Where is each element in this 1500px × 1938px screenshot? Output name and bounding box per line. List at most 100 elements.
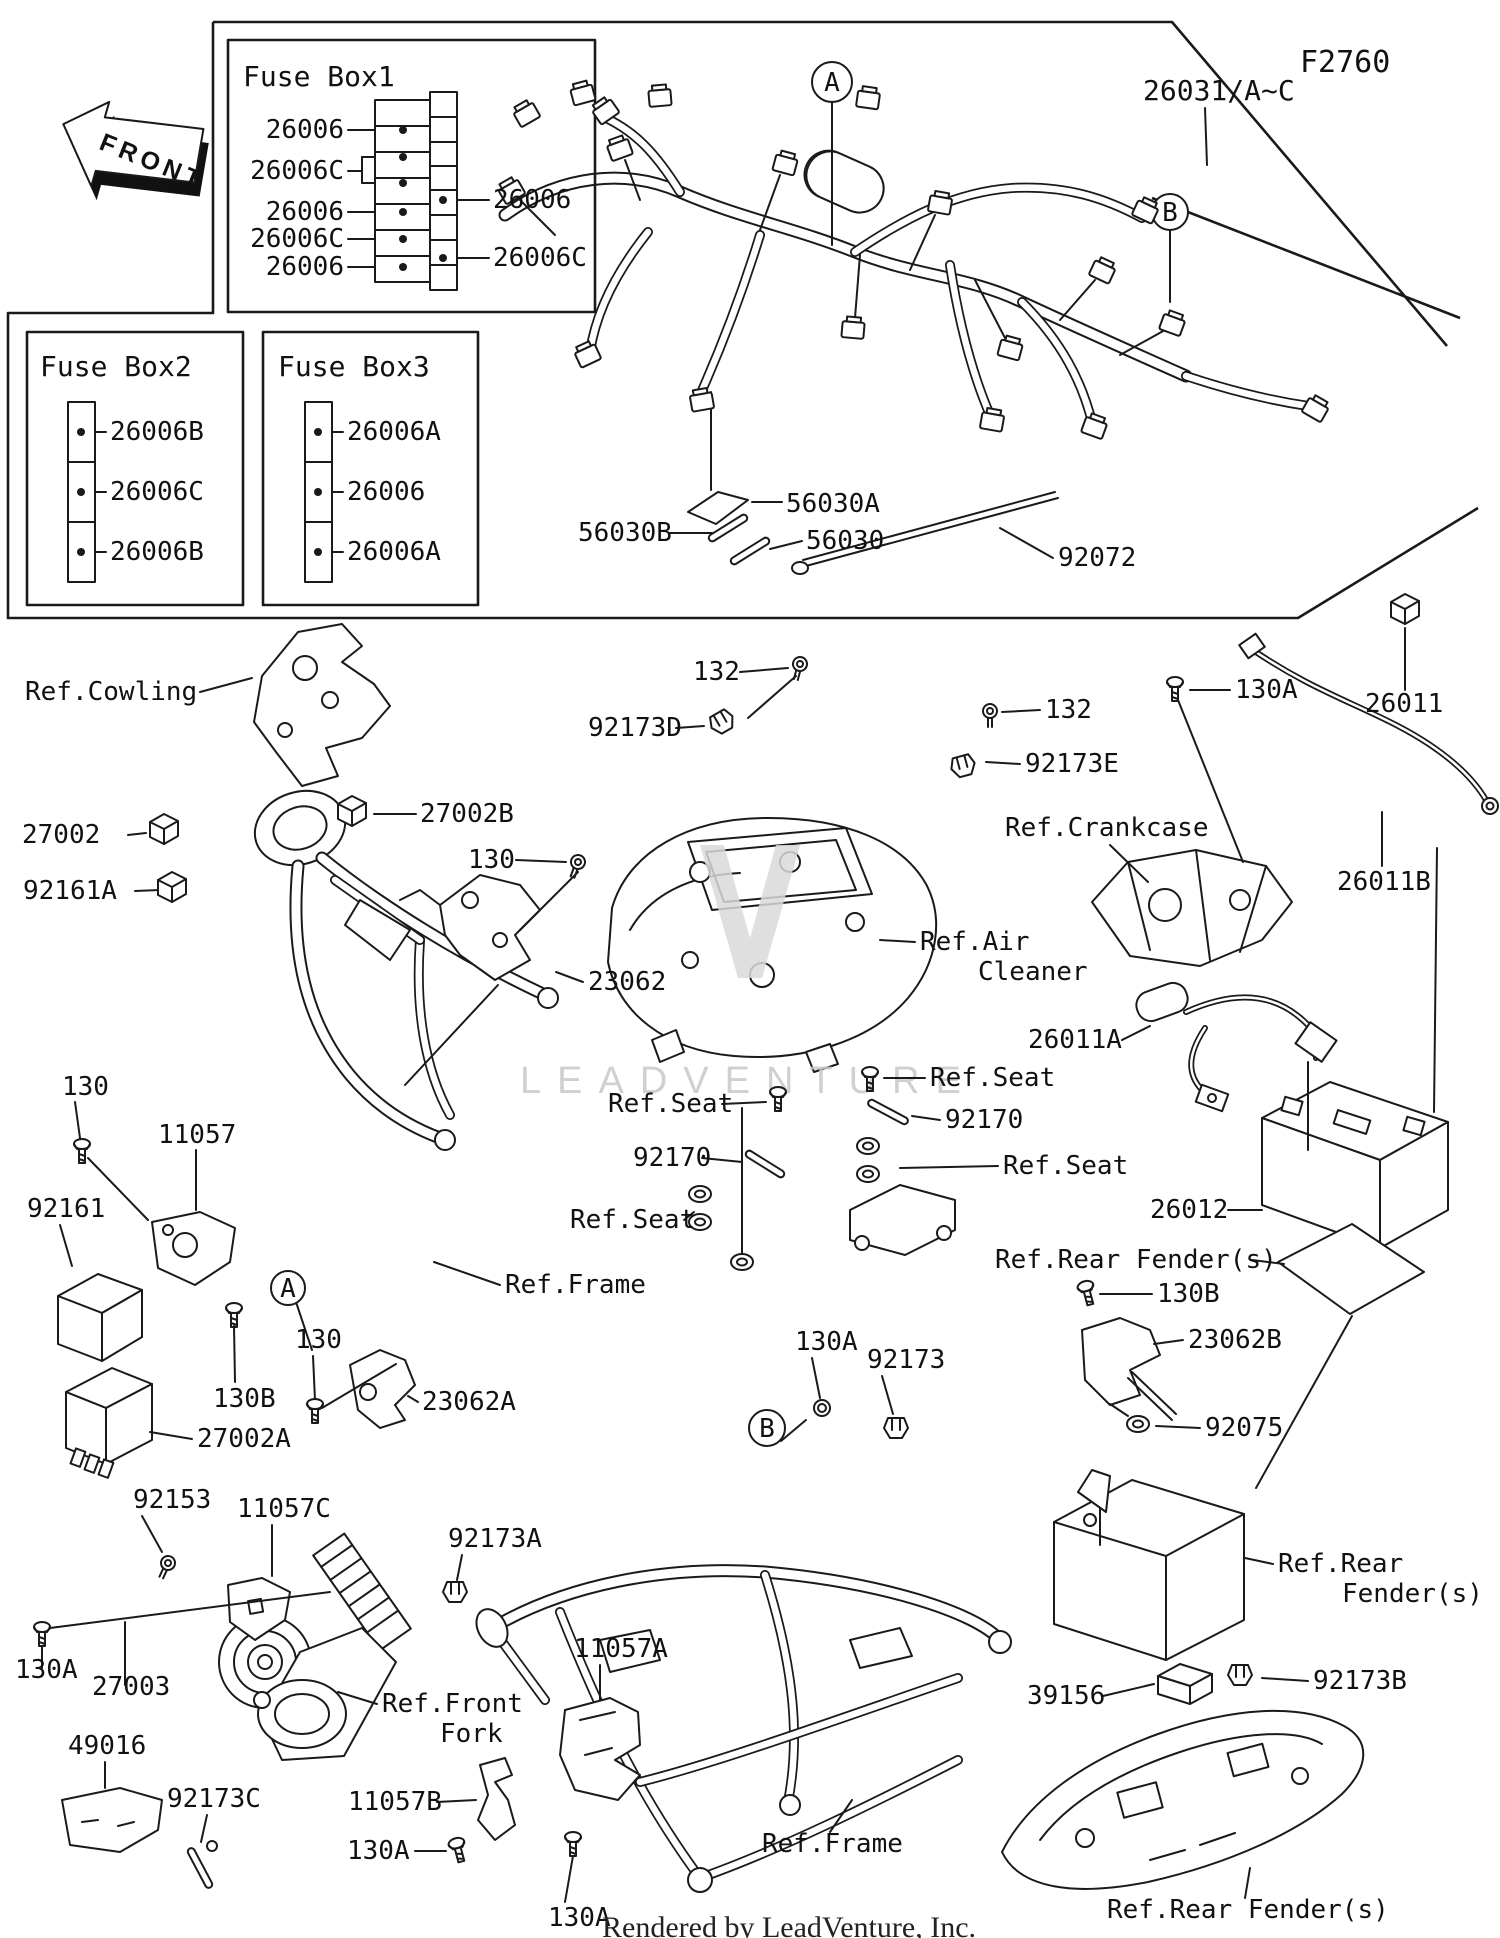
part-label-92173a: 92173A: [448, 1524, 542, 1554]
relay-part-icon: [1390, 593, 1420, 625]
harness-section-border: [6, 20, 1479, 620]
relay-part-icon: [149, 813, 179, 845]
leader-line-130b: [233, 1325, 236, 1383]
part-label-92173: 92173: [867, 1345, 945, 1375]
connection-line: [564, 1855, 574, 1903]
screw-part-icon: [33, 1621, 51, 1647]
rod-part-icon: [743, 1148, 787, 1180]
leader-line-23062a: [407, 1395, 419, 1403]
part-label-26031-a-c: 26031/A~C: [1143, 74, 1295, 107]
leader-line-27002a: [149, 1431, 193, 1440]
clamp-part-icon: [442, 1581, 468, 1603]
relay-part-icon: [157, 871, 187, 903]
part-label-ref-frame: Ref.Frame: [762, 1829, 903, 1859]
leader-line-ref-crankcase: [1109, 844, 1149, 883]
conn-part-icon: [771, 148, 800, 177]
marker-leader-a: [295, 1301, 313, 1351]
battery-drawing: [1261, 1081, 1449, 1249]
watermark: LEADVENTURE: [520, 845, 977, 1102]
front-frame-drawing: [253, 789, 559, 1151]
part-label-ref-cowling: Ref.Cowling: [25, 677, 197, 707]
rear-fender-drawing: [1001, 1709, 1365, 1890]
bracket-11057a-drawing: [559, 1697, 641, 1801]
connection-dot: [314, 548, 322, 556]
part-label-92173d: 92173D: [588, 713, 682, 743]
leader-line-92173c: [200, 1814, 208, 1843]
stay-23062b-drawing: [1081, 1317, 1177, 1421]
fuse-box-title-fuse-box2: Fuse Box2: [40, 350, 192, 383]
cowling-bracket-drawing: [253, 623, 391, 787]
connection-line: [49, 1591, 331, 1629]
grommet-part-icon: [688, 1185, 712, 1203]
connection-dot: [439, 254, 447, 262]
part-label-92170: 92170: [945, 1105, 1023, 1135]
conn-part-icon: [509, 97, 542, 129]
leader-line-ref-frame: [829, 1799, 853, 1833]
screw-part-icon: [1166, 676, 1184, 702]
leader-line-ref-frame: [433, 1261, 501, 1286]
connection-dot: [399, 153, 407, 161]
leader-line-ref-cowling: [199, 677, 253, 693]
battery-cable-26011b: [1238, 632, 1499, 815]
conn-part-icon: [1087, 254, 1119, 285]
section-marker-label-a: A: [280, 1274, 296, 1304]
bracket-11057-drawing: [151, 1211, 236, 1286]
part-label-27002b: 27002B: [420, 799, 514, 829]
connection-dot: [399, 263, 407, 271]
fuse-label-26006: 26006: [266, 252, 344, 282]
conn-part-icon: [1079, 411, 1110, 441]
fuse-box-frame-fuse-box1: [226, 38, 597, 314]
connection-line: [1433, 847, 1438, 1113]
part-label-23062a: 23062A: [422, 1387, 516, 1417]
rod-part-icon: [185, 1845, 215, 1891]
clamp-part-icon: [1227, 1664, 1253, 1686]
part-label-23062: 23062: [588, 967, 666, 997]
part-label-92170: 92170: [633, 1143, 711, 1173]
connection-line: [87, 1157, 149, 1221]
leader-line-130: [312, 1355, 316, 1401]
part-label-92173e: 92173E: [1025, 749, 1119, 779]
part-label-ref-frame: Ref.Frame: [505, 1270, 646, 1300]
leader-line-132: [747, 675, 797, 719]
connection-line: [519, 871, 579, 931]
watermark-text: LEADVENTURE: [520, 1060, 977, 1102]
part-label-130a: 130A: [15, 1655, 78, 1685]
part-label-92173c: 92173C: [167, 1784, 261, 1814]
leader-line-92173e: [985, 761, 1021, 765]
conn-part-icon: [1300, 392, 1333, 424]
connection-dot: [399, 235, 407, 243]
part-label-ref-seat: Ref.Seat: [930, 1063, 1055, 1093]
leader-line-26011a: [1121, 1025, 1151, 1041]
wiring-harness-drawing: [498, 113, 1313, 427]
leader-line-92173b: [1261, 1677, 1309, 1682]
stay-23062-drawing: [399, 874, 541, 981]
part-label-11057: 11057: [158, 1120, 236, 1150]
part-label-fender-s: Fender(s): [1342, 1579, 1483, 1609]
part-label-ref-crankcase: Ref.Crankcase: [1005, 813, 1209, 843]
clamp-part-icon: [883, 1417, 909, 1439]
fuse-label-26006: 26006: [266, 115, 344, 145]
part-label-27002: 27002: [22, 820, 100, 850]
conn-part-icon: [840, 315, 867, 340]
ecu-27002a-drawing: [65, 1367, 153, 1479]
screw-part-icon: [446, 1835, 471, 1865]
part-label-130a: 130A: [548, 1903, 611, 1933]
connection-dot: [399, 208, 407, 216]
part-label-92072: 92072: [1058, 543, 1136, 573]
connection-line: [519, 199, 556, 236]
part-label-56030a: 56030A: [786, 489, 880, 519]
part-label-26011: 26011: [1365, 689, 1443, 719]
stay-23062a-drawing: [349, 1349, 416, 1429]
leader-line-92170: [911, 1115, 941, 1121]
leader-line-92173: [881, 1375, 894, 1415]
part-label-27003: 27003: [92, 1672, 170, 1702]
fuse-label-26006a: 26006A: [347, 417, 441, 447]
leader-line-56030: [769, 540, 803, 550]
leader-line-ref-front: [337, 1691, 378, 1705]
nut-part-icon: [813, 1399, 831, 1417]
fuse-label-26006c: 26006C: [250, 156, 344, 186]
fuse-label-26006c: 26006C: [250, 224, 344, 254]
leader-line-92170: [701, 1157, 743, 1163]
conn-part-icon: [854, 84, 882, 111]
